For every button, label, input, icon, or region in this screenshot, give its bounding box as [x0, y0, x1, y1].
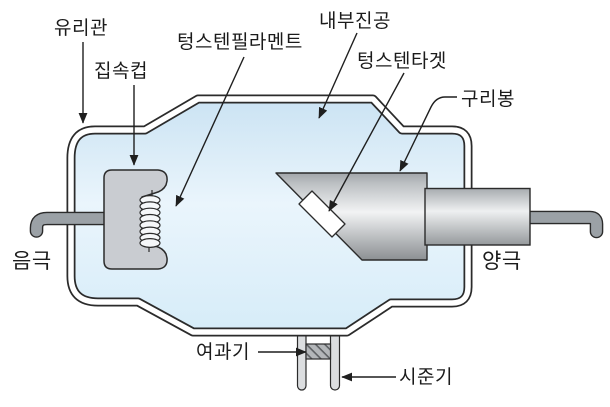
- label-internal-vacuum: 내부진공: [319, 10, 391, 32]
- collimator-posts: [296, 329, 341, 391]
- anode-lead-wire: [520, 210, 604, 239]
- focusing-cup: [103, 169, 168, 270]
- leader-lines: [78, 32, 457, 382]
- label-tungsten-filament: 텅스텐필라멘트: [177, 31, 303, 53]
- glass-envelope-gap: [68, 96, 471, 335]
- vacuum-interior: [71, 99, 468, 332]
- label-tungsten-target: 텅스텐타겟: [357, 50, 447, 72]
- leader-tungsten-target: [328, 72, 405, 212]
- label-filter: 여과기: [196, 341, 250, 363]
- leader-tungsten-filament: [175, 56, 245, 207]
- collimator-post-right: [329, 329, 341, 391]
- cathode-lead-wire: [29, 211, 114, 238]
- tungsten-target: [298, 190, 346, 238]
- label-cathode: 음극: [12, 249, 52, 273]
- filter-plate: [305, 343, 332, 360]
- collimator-post-left: [296, 329, 307, 391]
- leader-internal-vacuum: [318, 32, 358, 119]
- label-collimator: 시준기: [399, 366, 453, 388]
- label-anode: 양극: [482, 249, 522, 273]
- label-glass-tube: 유리관: [54, 17, 108, 39]
- label-copper-rod: 구리봉: [461, 88, 515, 110]
- label-focusing-cup: 집속컵: [94, 60, 148, 82]
- leader-copper-rod: [399, 96, 457, 172]
- filament-coil: [139, 190, 161, 252]
- anode-stem: [424, 187, 531, 246]
